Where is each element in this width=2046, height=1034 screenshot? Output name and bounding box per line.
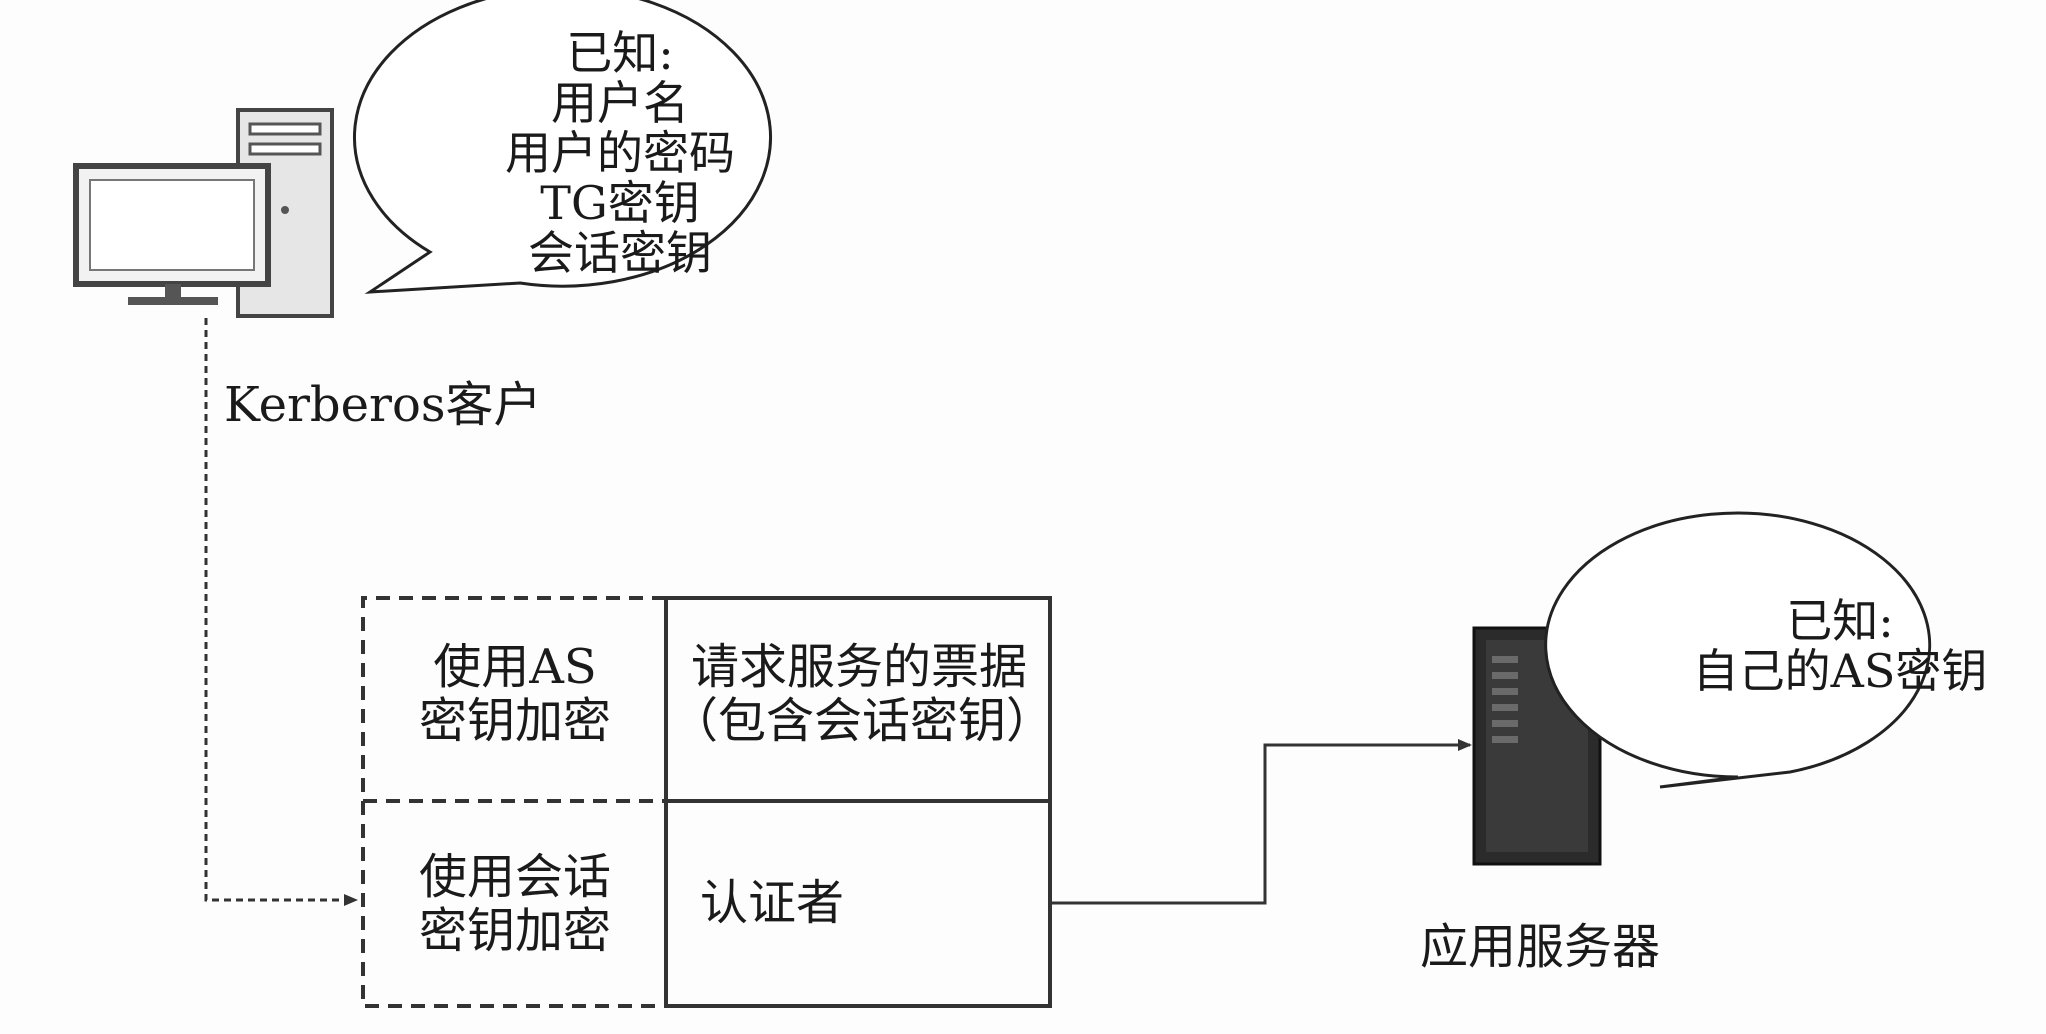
cell-as-key-encryption: 使用AS 密钥加密 xyxy=(418,639,611,749)
cell-authenticator: 认证者 xyxy=(700,875,845,931)
message-box xyxy=(361,596,1052,1008)
client-known-password: 用户的密码 xyxy=(505,126,735,180)
server-label: 应用服务器 xyxy=(1419,919,1660,975)
client-label: Kerberos客户 xyxy=(224,377,542,433)
server-knowledge-text: 已知: 自己的AS密钥 xyxy=(1660,596,2020,696)
client-known-tg-key: TG密钥 xyxy=(540,176,700,230)
client-knowledge-text: 已知: 用户名 用户的密码 TG密钥 会话密钥 xyxy=(490,28,750,278)
client-computer-icon xyxy=(73,108,334,318)
server-known-as-key: 自己的AS密钥 xyxy=(1692,644,1988,698)
client-to-message-arrow xyxy=(204,318,358,906)
client-known-session-key: 会话密钥 xyxy=(528,226,712,280)
client-known-username: 用户名 xyxy=(551,76,689,130)
server-speech-bubble xyxy=(1544,511,1932,789)
message-to-server-arrow xyxy=(1052,739,1472,905)
server-known-heading: 已知: xyxy=(1786,594,1894,648)
cell-service-ticket: 请求服务的票据 （包含会话密钥） xyxy=(670,639,1055,749)
client-known-heading: 已知: xyxy=(566,26,674,80)
cell-session-key-encryption: 使用会话 密钥加密 xyxy=(418,849,611,959)
client-speech-bubble xyxy=(353,0,772,294)
